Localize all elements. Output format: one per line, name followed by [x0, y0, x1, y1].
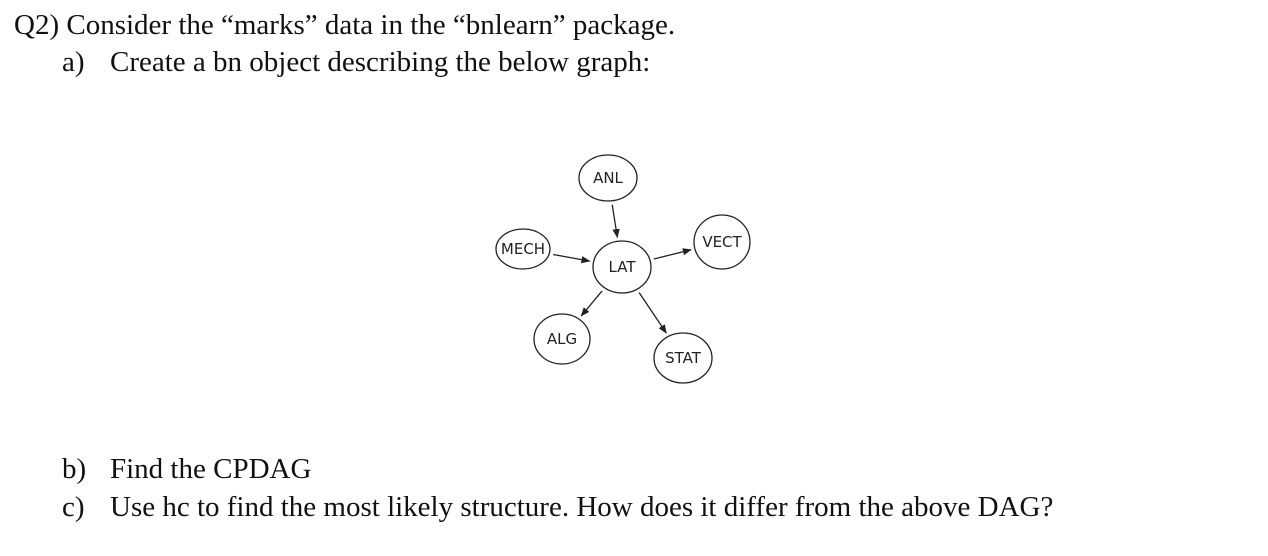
node-anl: ANL: [578, 154, 638, 202]
node-alg-label: ALG: [547, 330, 577, 348]
node-anl-label: ANL: [593, 169, 623, 187]
edge-anl-to-lat: [611, 204, 620, 239]
part-b-marker: b): [62, 453, 87, 485]
node-lat-ellipse: [592, 240, 652, 294]
node-alg: ALG: [533, 313, 591, 365]
part-b-text: Find the CPDAG: [110, 453, 312, 485]
node-vect-ellipse: [693, 214, 751, 270]
part-c-text: Use hc to find the most likely structure…: [110, 491, 1054, 523]
node-mech-label: MECH: [501, 240, 545, 258]
node-anl-ellipse: [578, 154, 638, 202]
node-vect-label: VECT: [702, 233, 742, 251]
node-mech: MECH: [495, 228, 551, 270]
graph-edges: [553, 204, 692, 334]
part-a-marker: a): [62, 46, 85, 78]
node-mech-ellipse: [495, 228, 551, 270]
part-c-marker: c): [62, 491, 85, 523]
part-a: a) Create a bn object describing the belo…: [62, 45, 650, 79]
question-title: Q2) Consider the “marks” data in the “bn…: [14, 9, 676, 41]
node-vect: VECT: [693, 214, 751, 270]
part-a-text: Create a bn object describing the below …: [110, 46, 651, 78]
edge-lat-to-vect: [653, 248, 692, 260]
edge-lat-to-alg: [580, 290, 603, 317]
graph-nodes: ANL VECT MECH LAT ALG STAT: [495, 154, 751, 384]
node-lat-label: LAT: [609, 258, 637, 276]
node-stat: STAT: [653, 332, 713, 384]
edge-mech-to-lat: [553, 253, 591, 264]
node-alg-ellipse: [533, 313, 591, 365]
node-stat-ellipse: [653, 332, 713, 384]
part-c: c) Use hc to find the most likely structu…: [62, 490, 1053, 524]
node-stat-label: STAT: [665, 349, 702, 367]
part-b: b) Find the CPDAG: [62, 452, 311, 486]
edge-lat-to-stat: [638, 292, 667, 334]
node-lat: LAT: [592, 240, 652, 294]
